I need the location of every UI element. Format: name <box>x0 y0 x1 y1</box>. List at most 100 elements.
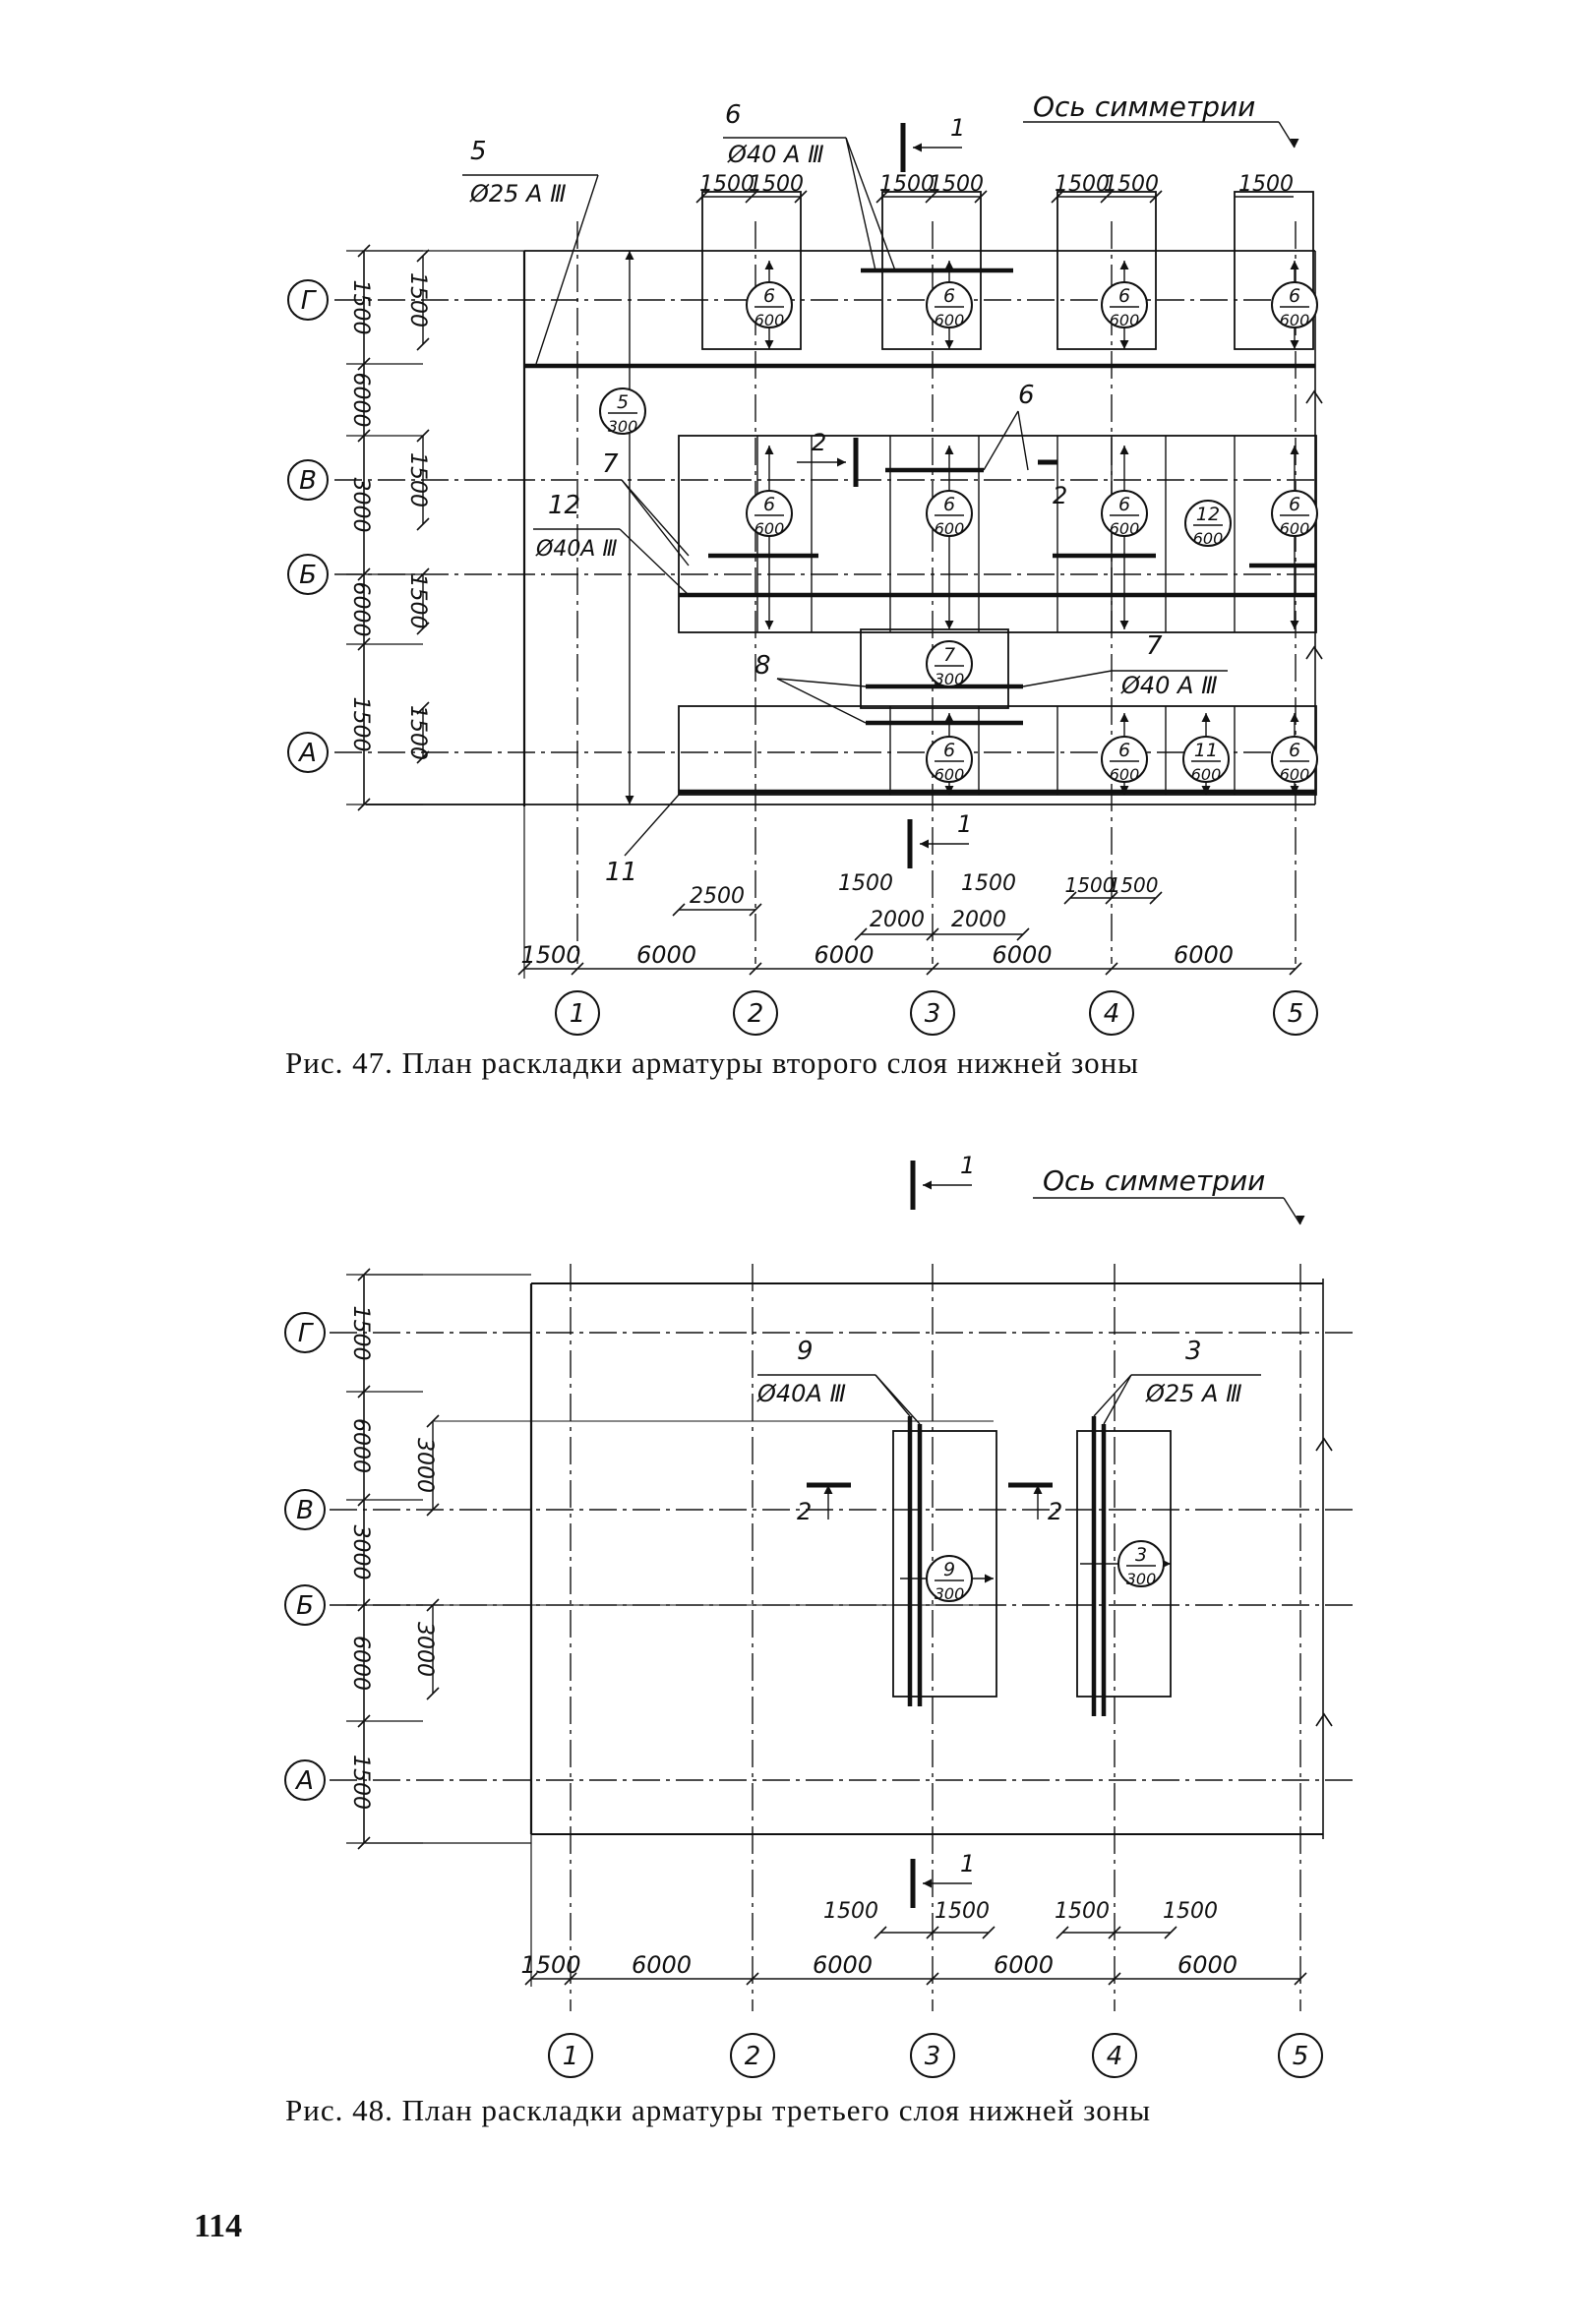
left-dimensions-label: 6000 <box>348 1636 373 1691</box>
rebar-marker-5-number: 6 <box>763 494 775 515</box>
callout-12-num: 12 <box>548 491 580 520</box>
dimension-tick <box>926 962 939 976</box>
dimension-tick <box>416 429 430 443</box>
figure-48-caption: Рис. 48. План раскладки арматуры третьег… <box>285 2093 1152 2127</box>
rebar-marker-0 <box>746 281 793 328</box>
dimension-tick <box>749 962 762 976</box>
rebar-marker-3-number: 3 <box>1135 1544 1147 1566</box>
strip-zone <box>892 1430 997 1698</box>
row-axis-label-b <box>284 1584 326 1626</box>
dimension-tick <box>1056 1926 1069 1939</box>
span-arrow-head <box>764 340 774 349</box>
section-1-bottom-label: 1 <box>957 810 972 838</box>
column-axis-label-1-text: 1 <box>570 999 586 1029</box>
dimension-tick <box>357 567 371 581</box>
column-axis-label-3 <box>910 990 955 1036</box>
rebar-marker-8-number: 12 <box>1196 504 1220 525</box>
callout-7-left-num: 7 <box>602 449 619 479</box>
top-dim-label: 1500 <box>699 172 754 197</box>
column-axis-label-3-text: 3 <box>925 999 941 1029</box>
detail-dim-label: 1500 <box>935 1899 990 1924</box>
rebar-marker-10 <box>926 640 973 687</box>
figure-47-caption: Рис. 47. План раскладки арматуры второго… <box>285 1045 1140 1080</box>
callout-6b-num: 6 <box>1018 381 1035 410</box>
inner-dim-label: 1500 <box>405 574 430 629</box>
dimension-tick <box>794 190 808 204</box>
callout-9-spec: Ø40A Ⅲ <box>756 1380 846 1407</box>
rebar-marker-11 <box>926 736 973 783</box>
dimension-tick <box>416 337 430 351</box>
callout-6-num: 6 <box>725 100 742 130</box>
span-arrow-head <box>1290 340 1299 349</box>
symmetry-arrow <box>1296 1216 1305 1224</box>
span-arrow-head <box>1290 261 1299 269</box>
dimension-tick <box>926 927 939 941</box>
symmetry-arrow <box>1290 139 1299 148</box>
dimension-tick <box>1294 1972 1307 1986</box>
row-axis-label-b-text: Б <box>299 561 317 590</box>
left-dimensions-label: 3000 <box>348 1525 373 1580</box>
break-mark <box>1305 389 1323 404</box>
callout-7-left-leader <box>621 479 690 557</box>
rebar-marker-12-number: 6 <box>1118 740 1130 761</box>
rebar-marker-9-step: 600 <box>1280 519 1310 538</box>
top-dim-label: 1500 <box>929 172 984 197</box>
dimension-tick <box>357 357 371 371</box>
dimension-tick <box>749 903 762 917</box>
rebar-marker-7 <box>1101 490 1148 537</box>
span-arrow-head <box>944 446 954 454</box>
break-mark <box>1305 645 1323 660</box>
column-axis-label-2-text: 2 <box>745 2042 761 2071</box>
row-axis-label-b-text: Б <box>296 1591 314 1621</box>
dimension-tick <box>874 1926 887 1939</box>
dimension-tick <box>745 190 758 204</box>
dimension-tick <box>695 190 709 204</box>
column-axis-label-1 <box>555 990 600 1036</box>
callout-7-num: 7 <box>1146 631 1163 661</box>
rebar-marker-10-step: 300 <box>935 670 965 688</box>
dimension-tick <box>357 244 371 258</box>
rebar-marker-3 <box>1117 1540 1165 1587</box>
detail-dim-label: 2000 <box>870 908 925 932</box>
rebar-marker-4-step: 300 <box>608 417 638 436</box>
span-arrow-head <box>1119 446 1129 454</box>
rebar-marker-9 <box>926 1555 973 1602</box>
rebar-marker-7-step: 600 <box>1110 519 1140 538</box>
rebar-marker-13-step: 600 <box>1191 765 1222 784</box>
rebar-marker-9-step: 300 <box>935 1584 965 1603</box>
callout-6-spec: Ø40 A Ⅲ <box>727 141 824 168</box>
callout-9-leader <box>875 1374 921 1425</box>
strip-zone <box>701 191 802 350</box>
callout-12-spec: Ø40A Ⅲ <box>535 537 618 562</box>
column-axis-label-5-text: 5 <box>1288 999 1304 1029</box>
dimension-tick <box>357 1385 371 1399</box>
span-arrow-head <box>944 713 954 722</box>
dimension-tick <box>1100 190 1114 204</box>
left-dimensions-label: 1500 <box>348 1306 373 1361</box>
section-1-top-arrow <box>913 143 922 152</box>
span-arrow-head <box>625 251 634 260</box>
column-axis-label-5 <box>1273 990 1318 1036</box>
bottom-dimensions-label: 6000 <box>814 941 874 969</box>
section-1-bottom-label: 1 <box>960 1850 975 1877</box>
rebar-marker-8-step: 600 <box>1193 529 1224 548</box>
left-dimensions-label: 3000 <box>348 478 373 533</box>
rebar-marker-1-step: 600 <box>935 311 965 329</box>
rebar-marker-2-number: 6 <box>1118 285 1130 307</box>
dimension-tick <box>1164 1926 1177 1939</box>
left-dimensions-label: 1500 <box>348 697 373 752</box>
rebar-marker-6-number: 6 <box>943 494 955 515</box>
rebar-marker-2 <box>1101 281 1148 328</box>
span-arrow-head <box>1119 340 1129 349</box>
dimension-tick <box>416 249 430 263</box>
rebar-marker-10-number: 7 <box>943 644 955 666</box>
dimension-tick <box>1016 927 1030 941</box>
rebar-marker-12 <box>1101 736 1148 783</box>
span-arrow-head <box>1201 713 1211 722</box>
strip-zone <box>860 628 1009 709</box>
rebar-marker-9 <box>1271 490 1318 537</box>
bottom-dimensions-label: 6000 <box>1177 1951 1237 1979</box>
bottom-dimensions-label: 6000 <box>1174 941 1234 969</box>
dimension-tick <box>357 1598 371 1612</box>
row-axis-label-a-text: А <box>297 739 317 768</box>
